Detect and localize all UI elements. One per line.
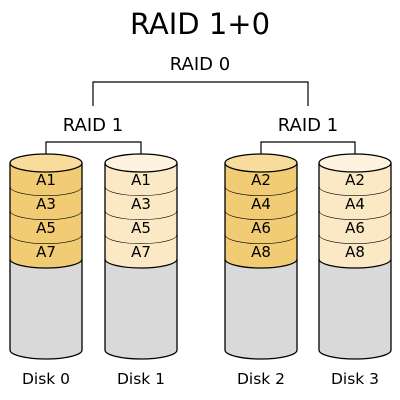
disk-outline <box>9 163 83 360</box>
block-divider <box>224 210 298 221</box>
disk-free-space <box>10 259 82 359</box>
block-divider <box>224 234 298 245</box>
disk-label-group: Disk 0 Disk 1 Disk 2 Disk 3 <box>22 370 379 388</box>
block-label: A5 <box>131 219 151 237</box>
disk-block <box>10 235 82 268</box>
raid0-connector <box>92 81 309 106</box>
block-label: A4 <box>251 195 271 213</box>
block-label: A7 <box>36 243 56 261</box>
disk-free-space <box>105 259 177 359</box>
block-label: A2 <box>345 171 365 189</box>
block-divider <box>104 234 178 245</box>
disk-block <box>105 235 177 268</box>
disk-top-cap <box>318 153 392 173</box>
raid1-connector-left <box>45 141 142 163</box>
block-label: A7 <box>131 243 151 261</box>
block-label: A6 <box>345 219 365 237</box>
disk-top-cap <box>9 153 83 173</box>
block-label: A3 <box>36 195 56 213</box>
block-divider <box>9 234 83 245</box>
disk-block <box>105 211 177 244</box>
disk-label: Disk 3 <box>331 370 379 388</box>
block-divider <box>104 258 178 269</box>
disk-block <box>10 187 82 220</box>
disk-outline <box>224 163 298 360</box>
block-divider <box>104 210 178 221</box>
raid1-label-right: RAID 1 <box>278 115 338 136</box>
disk-outline <box>318 163 392 360</box>
block-divider <box>224 258 298 269</box>
disk-label: Disk 0 <box>22 370 70 388</box>
block-label: A8 <box>251 243 271 261</box>
diagram-title: RAID 1+0 <box>130 7 270 41</box>
disk-label: Disk 2 <box>237 370 285 388</box>
block-label: A2 <box>251 171 271 189</box>
disk-free-space <box>225 259 297 359</box>
block-label: A3 <box>131 195 151 213</box>
disk-free-space <box>319 259 391 359</box>
disk-block <box>225 211 297 244</box>
raid0-label: RAID 0 <box>170 54 230 75</box>
block-label: A5 <box>36 219 56 237</box>
block-label: A8 <box>345 243 365 261</box>
block-divider <box>318 258 392 269</box>
block-label: A4 <box>345 195 365 213</box>
disk-top-cap <box>224 153 298 173</box>
block-divider <box>224 186 298 197</box>
block-divider <box>9 258 83 269</box>
block-divider <box>318 186 392 197</box>
disk-outline <box>104 163 178 360</box>
block-divider <box>318 234 392 245</box>
disk-block <box>225 187 297 220</box>
disk-block <box>319 211 391 244</box>
block-divider <box>9 210 83 221</box>
block-divider <box>9 186 83 197</box>
block-divider <box>104 186 178 197</box>
disk-block <box>225 235 297 268</box>
block-label: A6 <box>251 219 271 237</box>
disk-top-cap <box>104 153 178 173</box>
block-label: A1 <box>131 171 151 189</box>
disk-block <box>319 235 391 268</box>
disk-block <box>10 211 82 244</box>
block-label: A1 <box>36 171 56 189</box>
disk-label: Disk 1 <box>117 370 165 388</box>
raid1-connector-right <box>260 141 356 163</box>
raid1-label-left: RAID 1 <box>63 115 123 136</box>
block-divider <box>318 210 392 221</box>
disk-block <box>105 187 177 220</box>
disk-block <box>319 187 391 220</box>
